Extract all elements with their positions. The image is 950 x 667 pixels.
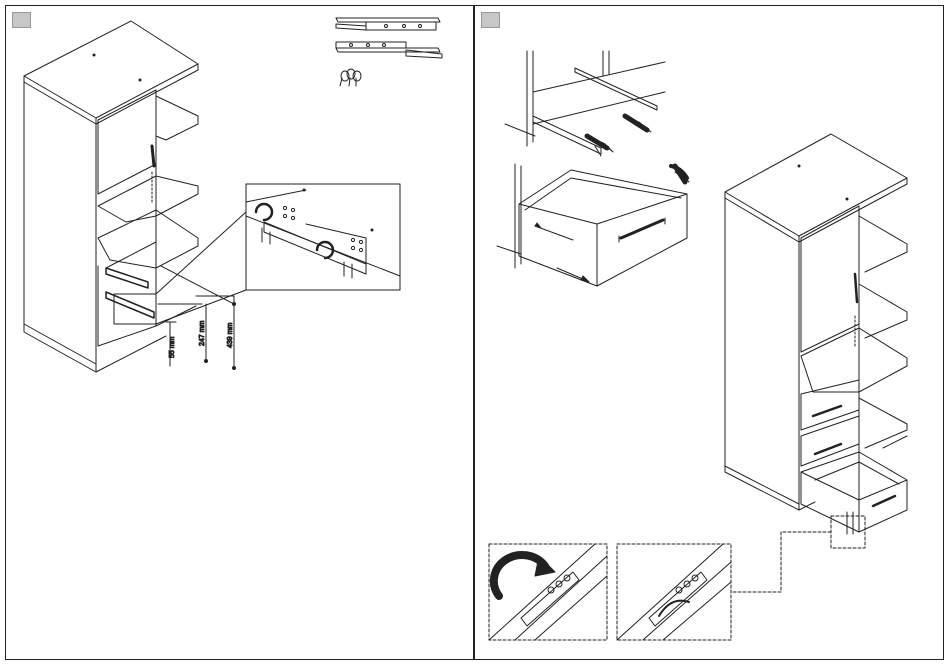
rail-insertion-view	[505, 51, 665, 156]
drawer-installation-drawing	[475, 6, 945, 661]
rail-detail-callout	[114, 184, 400, 324]
drawer-box	[497, 164, 689, 286]
screw-pack-icon	[340, 69, 361, 86]
assembled-cabinet	[725, 134, 907, 534]
step-panel-right	[474, 5, 944, 660]
dimension-label-439: 439 mm	[227, 323, 234, 348]
step-panel-left: 55 mm 247 mm 439 mm	[5, 5, 474, 660]
tall-cabinet	[24, 21, 198, 372]
drawer-rail-part-2	[336, 42, 442, 58]
dimension-label-55: 55 mm	[169, 336, 176, 358]
cabinet-rail-installation-drawing: 55 mm 247 mm 439 mm	[6, 6, 475, 661]
latch-detail-callouts	[489, 516, 865, 640]
drawer-rail-part	[336, 18, 440, 30]
dimension-label-247: 247 mm	[199, 321, 206, 346]
